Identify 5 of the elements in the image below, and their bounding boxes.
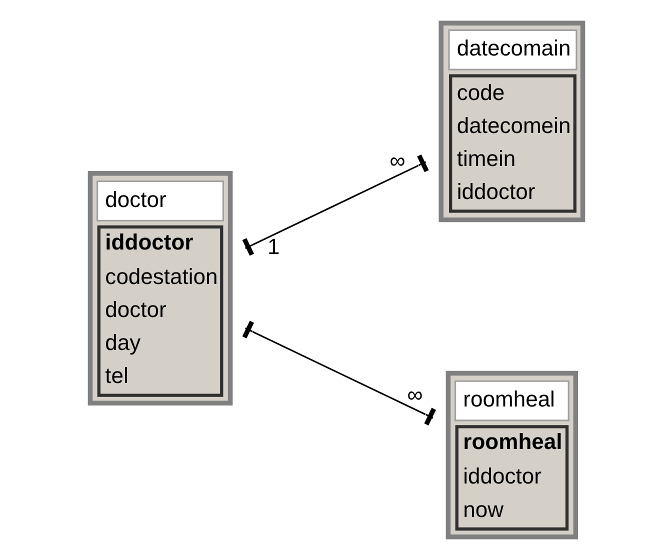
connector (242, 154, 428, 256)
connector (242, 320, 436, 426)
label: ∞ (406, 382, 422, 407)
label: 1 (267, 234, 280, 259)
label: ∞ (389, 148, 405, 174)
